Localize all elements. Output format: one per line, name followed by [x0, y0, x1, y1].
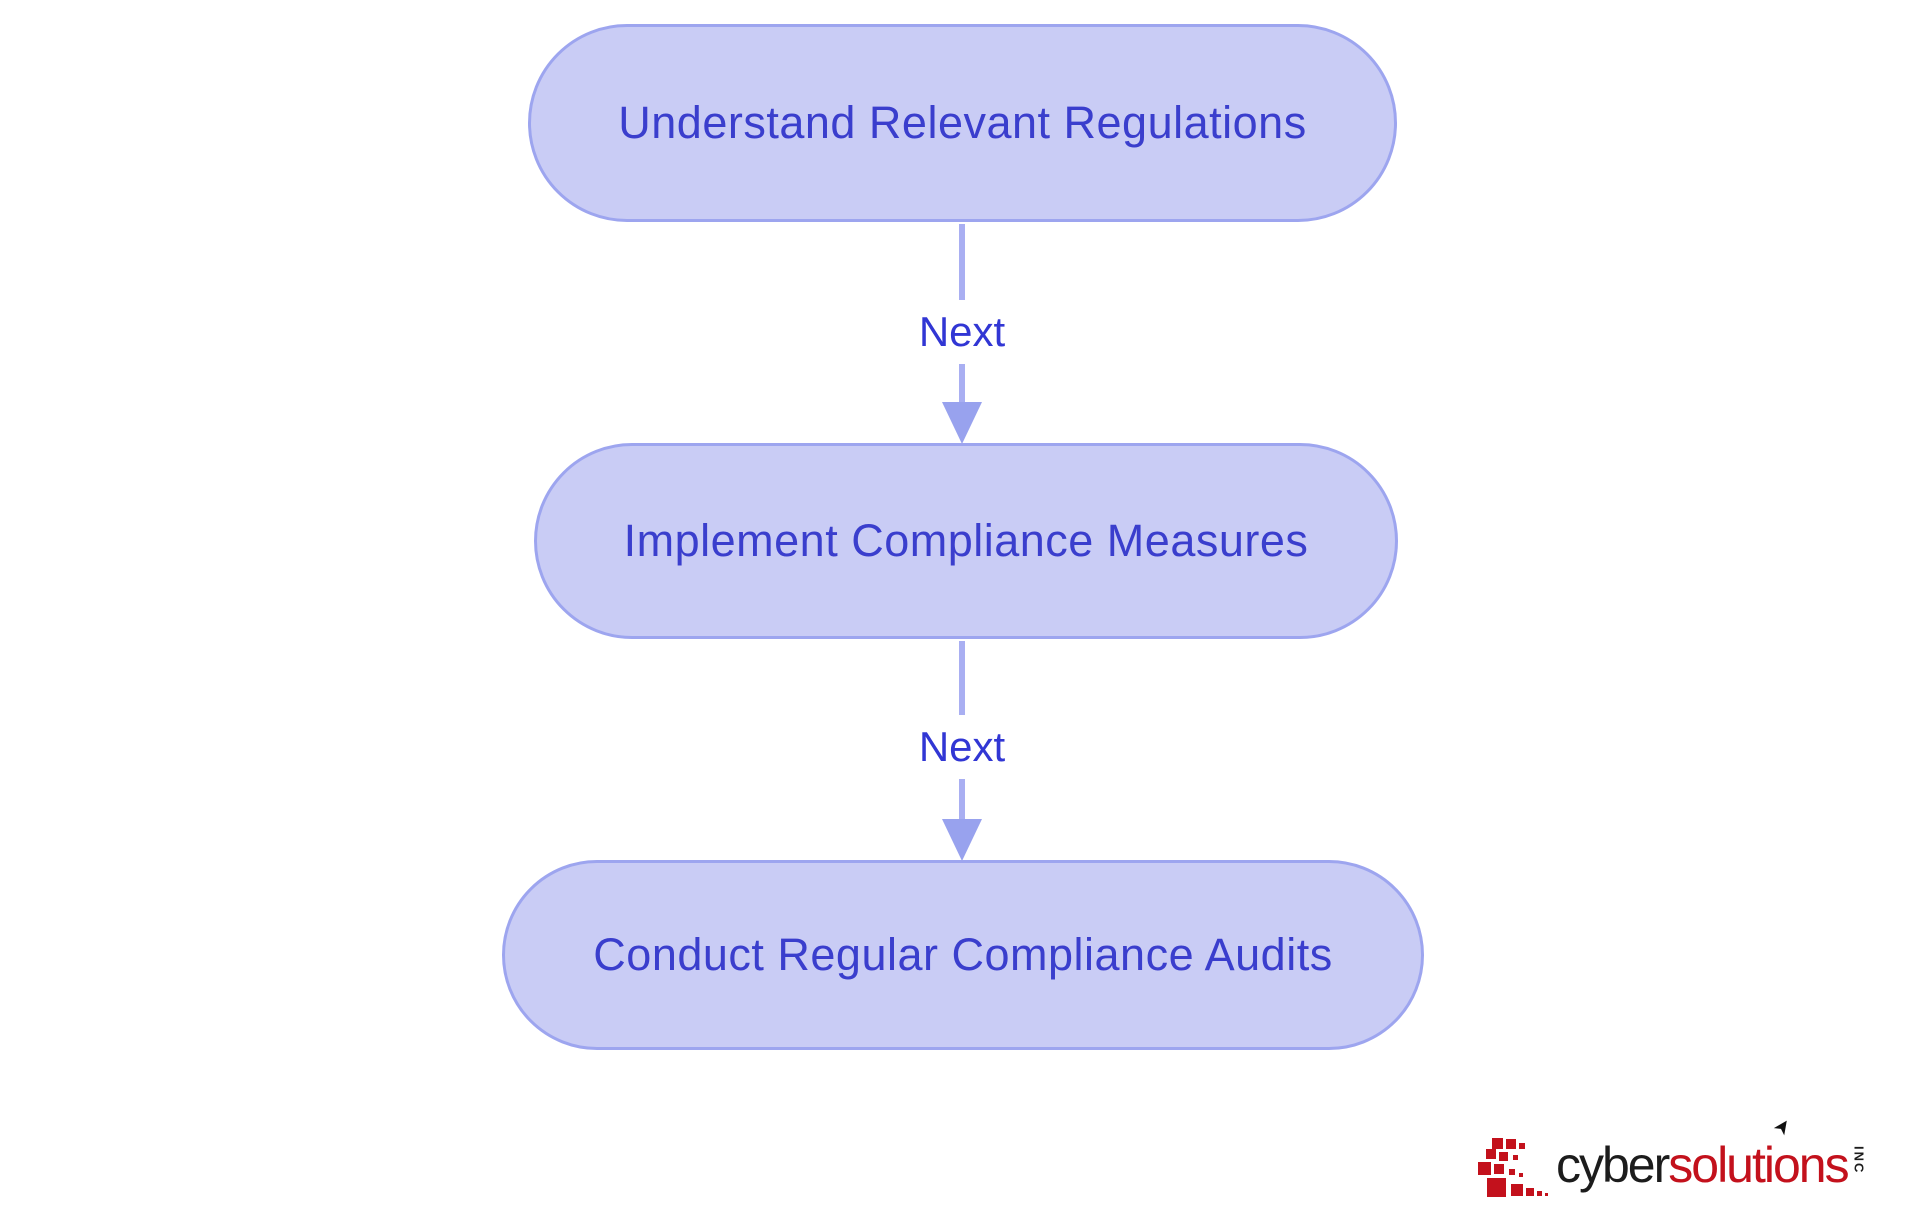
cybersolutions-logo: cybersolutions ➤ INC [1478, 1114, 1867, 1210]
edge-label-next: Next [904, 715, 1020, 779]
node-label: Understand Relevant Regulations [618, 97, 1307, 148]
logo-text-solutions: solutions [1668, 1137, 1849, 1193]
flowchart-node-understand-regulations: Understand Relevant Regulations [528, 24, 1397, 222]
node-label: Implement Compliance Measures [623, 515, 1309, 566]
flowchart-node-implement-measures: Implement Compliance Measures [534, 443, 1398, 639]
edge-label-next: Next [904, 300, 1020, 364]
arrowhead-down-icon [942, 402, 982, 444]
flowchart-node-conduct-audits: Conduct Regular Compliance Audits [502, 860, 1424, 1050]
logo-wordmark: cybersolutions [1556, 1137, 1850, 1193]
logo-text-cyber: cyber [1556, 1137, 1670, 1193]
node-label: Conduct Regular Compliance Audits [593, 929, 1333, 980]
arrowhead-down-icon [942, 819, 982, 861]
cybersolutions-pixel-mosaic-icon [1478, 1138, 1552, 1200]
logo-text-inc: INC [1851, 1146, 1867, 1175]
